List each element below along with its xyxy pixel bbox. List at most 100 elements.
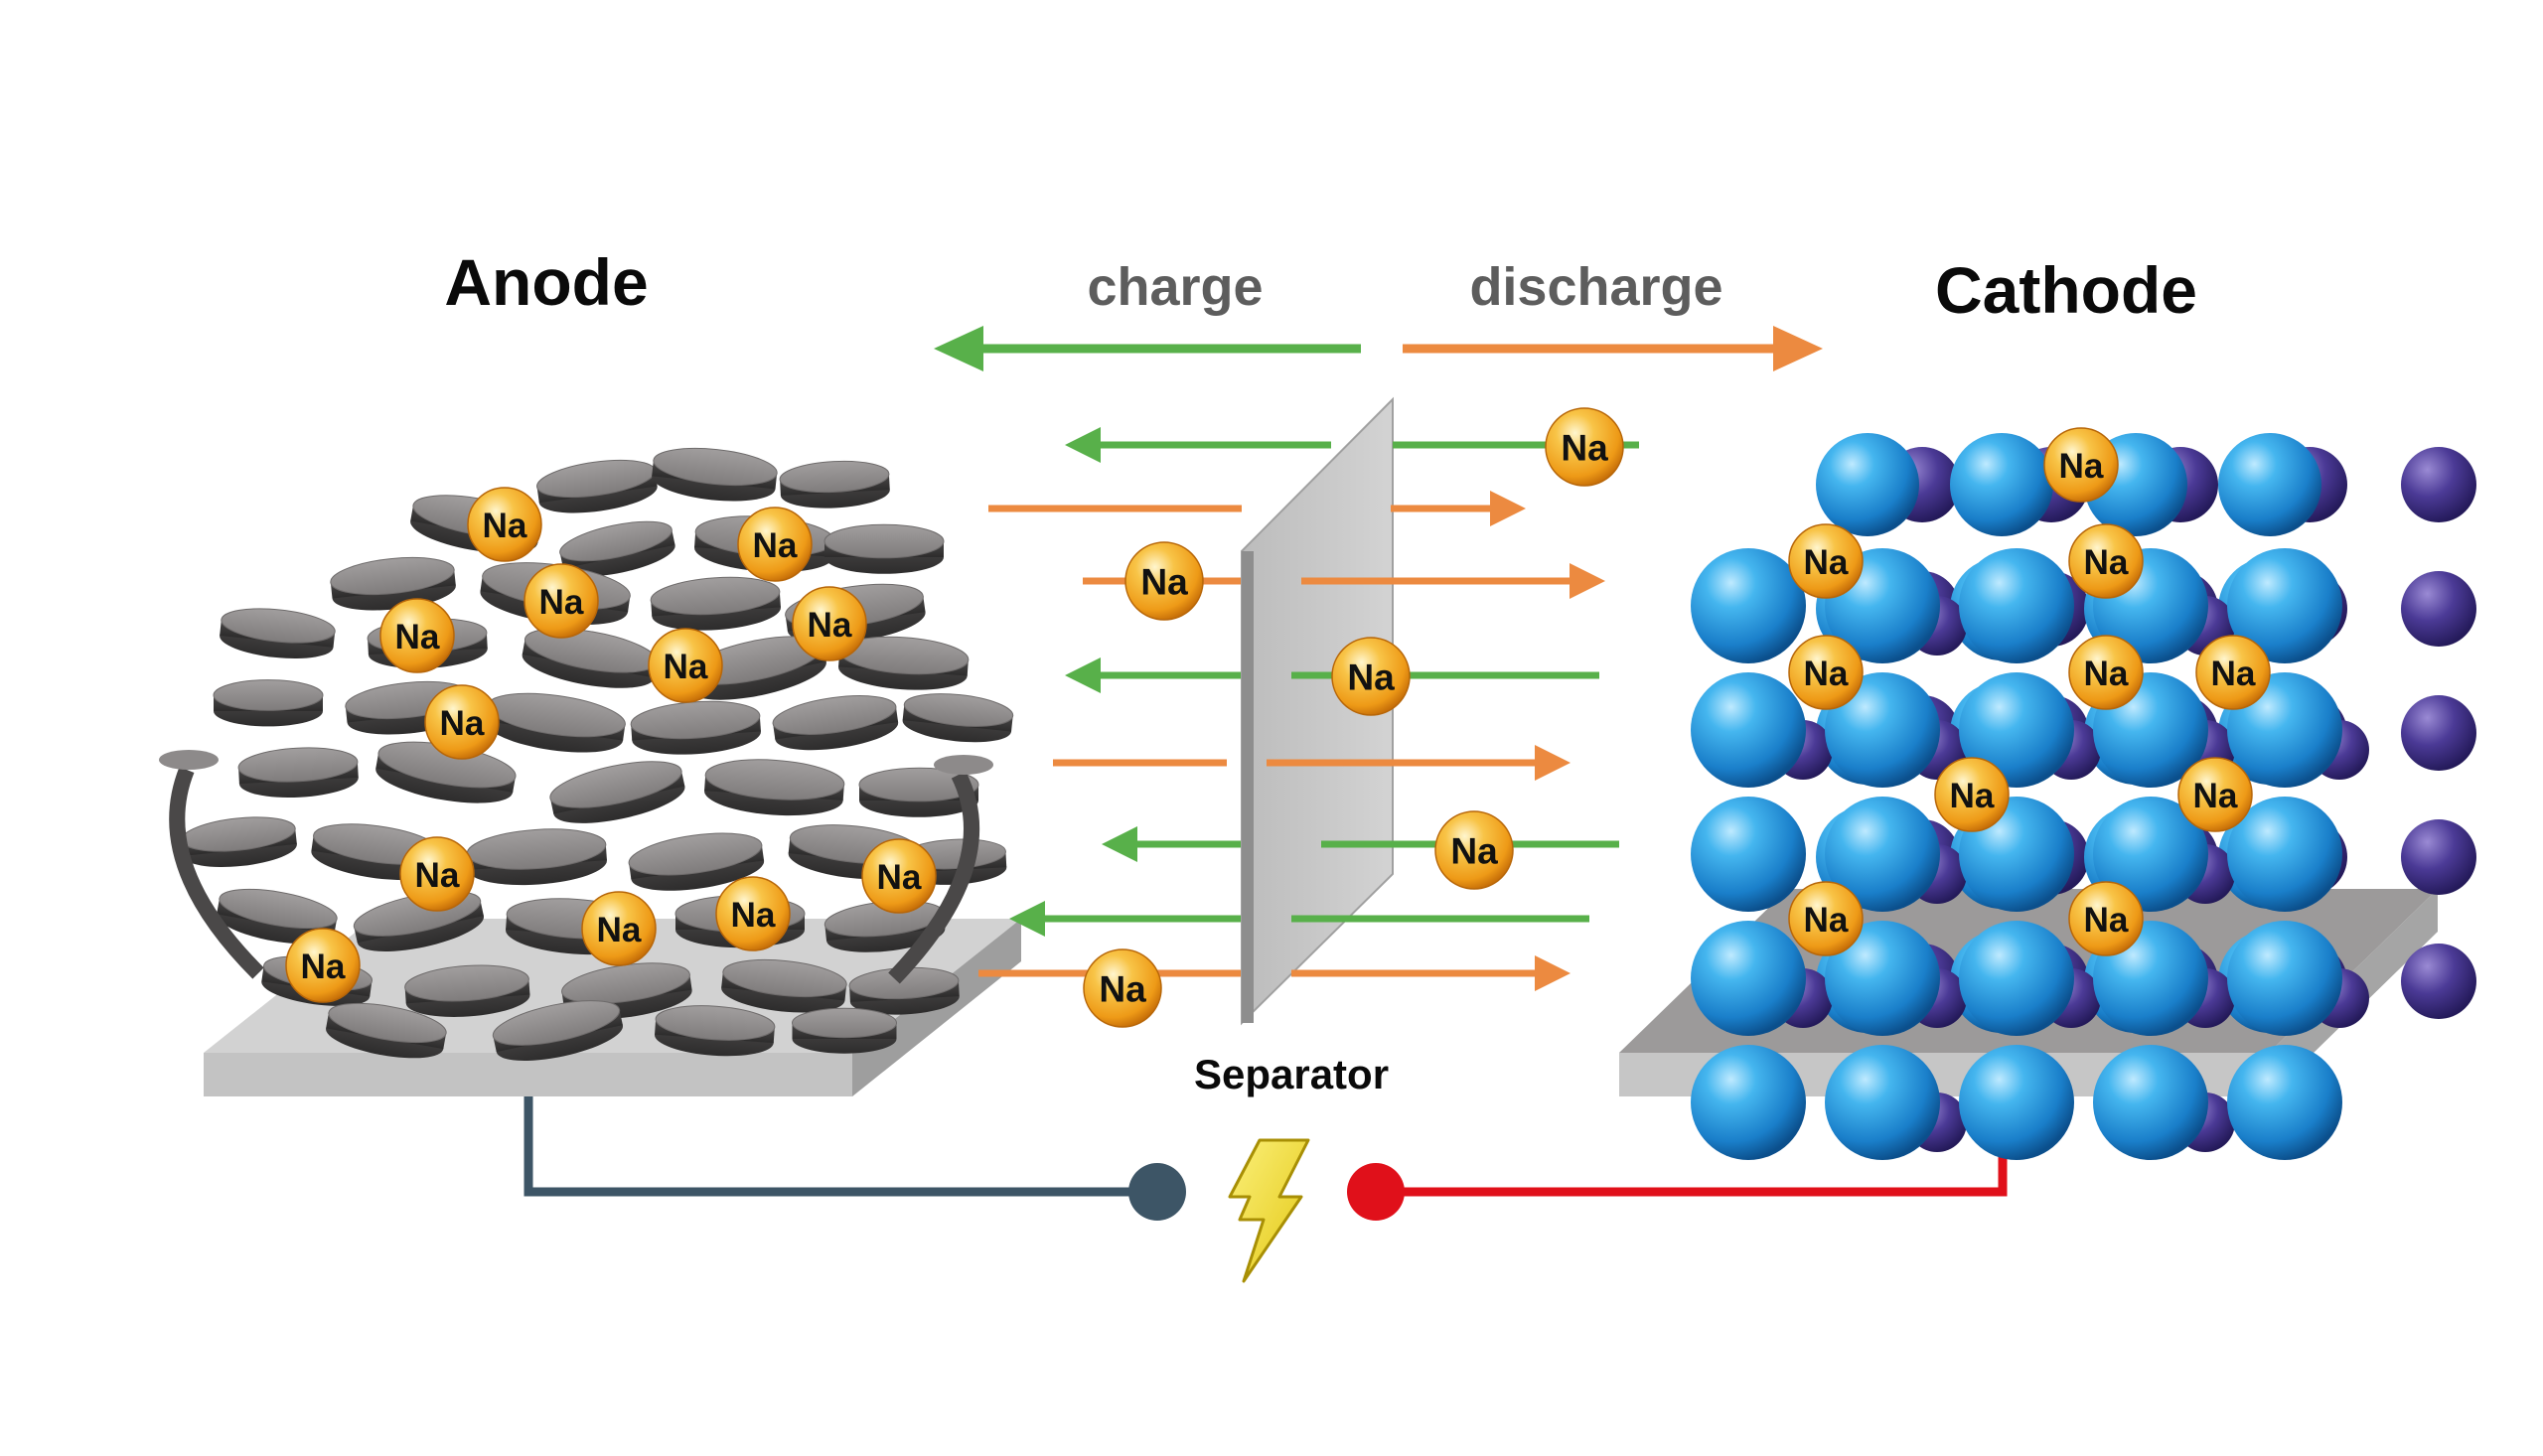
carbon-flake	[326, 1002, 447, 1059]
carbon-curl-left	[169, 767, 264, 979]
carbon-flake	[655, 1005, 776, 1057]
anode-wire	[524, 1088, 1154, 1197]
sodium-ion-label: Na	[2084, 655, 2129, 693]
sodium-ion-label: Na	[1561, 427, 1608, 469]
discharge-label: discharge	[1469, 257, 1723, 317]
discharge-ion-arrow	[1267, 745, 1571, 781]
sodium-ion: Na	[467, 487, 542, 562]
carbon-flake	[772, 695, 899, 751]
carbon-flake	[838, 636, 970, 690]
cathode-sphere	[1691, 797, 1806, 912]
sodium-ion: Na	[715, 876, 791, 951]
external-circuit	[524, 1088, 2008, 1283]
anode-terminal	[1128, 1163, 1186, 1221]
sodium-ion-label: Na	[1804, 543, 1849, 582]
sodium-ion: Na	[1934, 757, 2010, 832]
sodium-ion: Na	[648, 628, 723, 703]
discharge-direction-arrow	[1403, 326, 1823, 371]
cathode-sphere	[1691, 548, 1806, 663]
cathode-sphere	[1959, 672, 2074, 788]
cathode-sphere	[1950, 433, 2053, 536]
sodium-ion-label: Na	[753, 526, 798, 565]
discharge-ion-arrow	[1391, 491, 1526, 526]
charge-ion-arrow	[1065, 657, 1242, 693]
cathode-sphere	[1825, 672, 1940, 788]
carbon-flake	[237, 747, 359, 799]
anion-sphere	[2401, 695, 2476, 771]
direction-arrows	[934, 326, 1823, 371]
charge-ion-arrow	[1102, 826, 1242, 862]
sodium-ion: Na	[2177, 757, 2253, 832]
separator-label: Separator	[1193, 1051, 1390, 1097]
sodium-ion-label: Na	[2211, 655, 2256, 693]
discharge-ion-arrow	[1291, 955, 1571, 991]
sodium-ion: Na	[1083, 948, 1162, 1028]
sodium-ion-label: Na	[731, 896, 776, 935]
cathode-sphere	[1816, 433, 1919, 536]
sodium-ion-label: Na	[877, 858, 922, 897]
sodium-ion-label: Na	[483, 507, 527, 545]
carbon-flake	[628, 832, 765, 891]
sodium-ion-label: Na	[1950, 777, 1995, 815]
sodium-ion-label: Na	[1804, 655, 1849, 693]
cathode-sphere	[1825, 797, 1940, 912]
sodium-ion-label: Na	[539, 583, 584, 622]
cathode-sphere	[1959, 921, 2074, 1036]
cathode-lattice	[1691, 433, 2476, 1160]
sodium-ion: Na	[1788, 523, 1864, 599]
sodium-ion: Na	[1331, 637, 1411, 716]
carbon-flake	[404, 964, 530, 1017]
charge-ion-arrow	[1065, 427, 1331, 463]
anion-sphere	[2401, 571, 2476, 647]
sodium-ion-label: Na	[664, 648, 708, 686]
carbon-flake	[549, 761, 685, 823]
sodium-ion: Na	[1124, 541, 1204, 621]
sodium-ion: Na	[524, 563, 599, 639]
sodium-ion-label: Na	[2084, 543, 2129, 582]
cathode-sphere	[2227, 797, 2342, 912]
anion-sphere	[2401, 944, 2476, 1019]
sodium-ion: Na	[379, 598, 455, 673]
carbon-flake	[704, 759, 845, 816]
carbon-flake	[536, 459, 658, 513]
anode-title: Anode	[444, 245, 649, 319]
charge-label: charge	[1087, 257, 1264, 317]
carbon-flake	[858, 767, 979, 817]
anion-sphere	[2401, 819, 2476, 895]
carbon-flake	[934, 755, 993, 775]
sodium-ion-label: Na	[301, 947, 346, 986]
sodium-ion: Na	[1788, 881, 1864, 956]
sodium-ion: Na	[737, 507, 813, 582]
carbon-flake	[466, 828, 607, 886]
sodium-ion: Na	[399, 836, 475, 912]
ion-transport-arrows-front	[1267, 441, 1639, 991]
cathode-terminal	[1347, 1163, 1405, 1221]
sodium-ion-label: Na	[440, 704, 485, 743]
sodium-ion-label: Na	[1347, 656, 1395, 698]
sodium-ion-label: Na	[1099, 968, 1146, 1010]
sodium-ion-label: Na	[808, 606, 852, 645]
sodium-ion: Na	[1545, 407, 1624, 487]
carbon-flake	[721, 958, 847, 1013]
anion-sphere	[2401, 447, 2476, 522]
carbon-flake	[220, 608, 336, 659]
cathode-sphere	[2093, 797, 2208, 912]
sodium-ion-label: Na	[1140, 561, 1188, 603]
carbon-flake	[652, 447, 778, 502]
carbon-flake	[492, 1000, 624, 1062]
sodium-ion-label: Na	[2059, 447, 2104, 486]
cathode-sphere	[2227, 921, 2342, 1036]
sodium-ion-label: Na	[597, 911, 642, 949]
sodium-ion: Na	[861, 838, 937, 914]
cathode-sphere	[2093, 1045, 2208, 1160]
sodium-ion: Na	[1434, 810, 1514, 890]
cathode-sphere	[1691, 672, 1806, 788]
carbon-flake	[330, 556, 456, 611]
sodium-ion: Na	[1788, 635, 1864, 710]
carbon-flake	[630, 700, 761, 755]
sodium-ion: Na	[581, 891, 657, 966]
